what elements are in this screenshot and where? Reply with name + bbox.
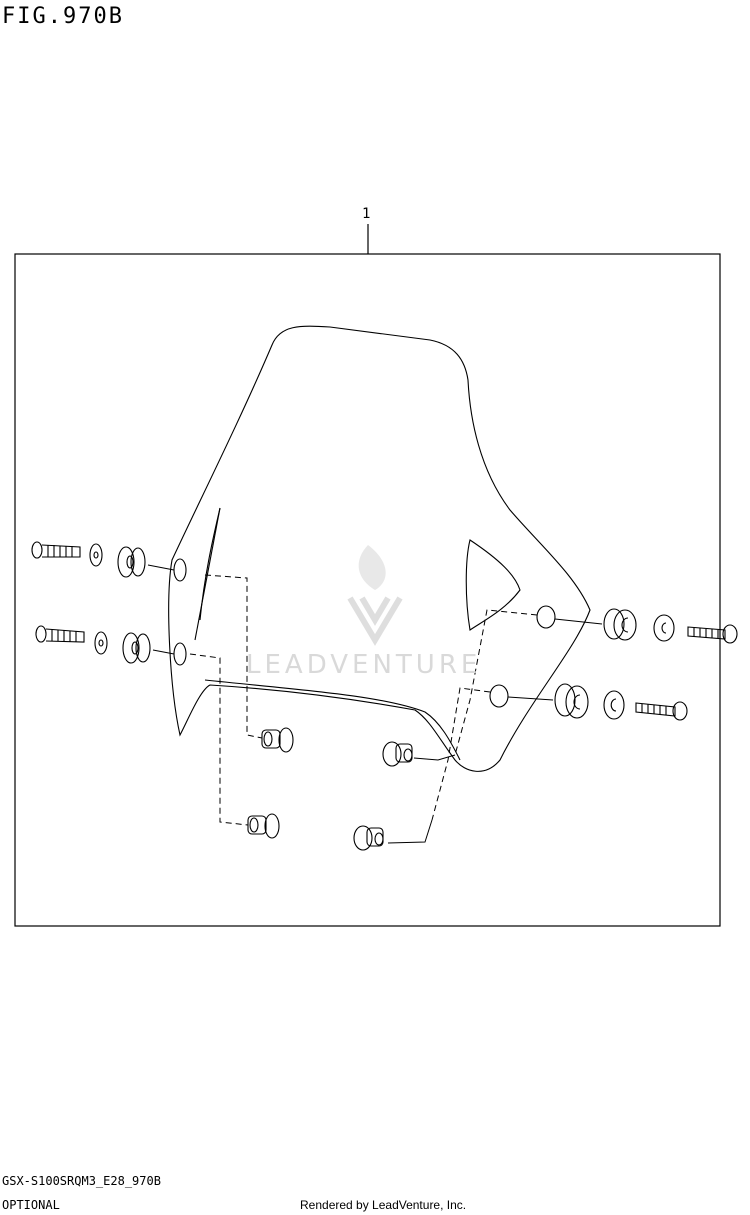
right-upper-washer xyxy=(653,614,675,642)
left-upper-grommet xyxy=(117,546,146,578)
left-upper-washer xyxy=(89,543,103,567)
left-upper-leader xyxy=(147,564,175,571)
right-upper-leader xyxy=(554,618,603,625)
right-lower-washer xyxy=(603,690,625,720)
left-upper-well-nut xyxy=(261,727,294,753)
left-lower-grommet xyxy=(122,632,151,664)
right-solid-leaders xyxy=(387,754,456,844)
model-code: GSX-S100SRQM3_E28_970B xyxy=(2,1174,161,1188)
right-lower-bolt xyxy=(635,701,688,721)
left-lower-well-nut xyxy=(247,813,280,839)
left-lower-leader xyxy=(152,649,175,655)
right-upper-well-nut xyxy=(382,741,413,767)
right-upper-bolt xyxy=(687,624,738,644)
right-lower-grommet xyxy=(554,683,589,719)
leadventure-logo-watermark xyxy=(347,545,403,646)
kit-boundary-box xyxy=(14,253,721,927)
left-upper-bolt xyxy=(31,541,81,559)
figure-title: FIG.970B xyxy=(2,4,124,29)
right-dashed-leaders xyxy=(431,609,538,821)
category-label: OPTIONAL xyxy=(2,1198,60,1212)
left-lower-bolt xyxy=(35,625,85,643)
watermark-text: LEADVENTURE xyxy=(246,650,482,680)
left-lower-washer xyxy=(94,631,108,655)
left-dashed-leaders xyxy=(189,574,263,826)
right-lower-well-nut xyxy=(353,825,384,851)
mounting-holes xyxy=(173,558,556,708)
windscreen xyxy=(168,325,591,772)
right-upper-grommet xyxy=(603,608,637,641)
callout-label-1: 1 xyxy=(362,206,371,222)
rendered-by-credit: Rendered by LeadVenture, Inc. xyxy=(300,1198,467,1212)
right-lower-leader xyxy=(507,696,554,701)
